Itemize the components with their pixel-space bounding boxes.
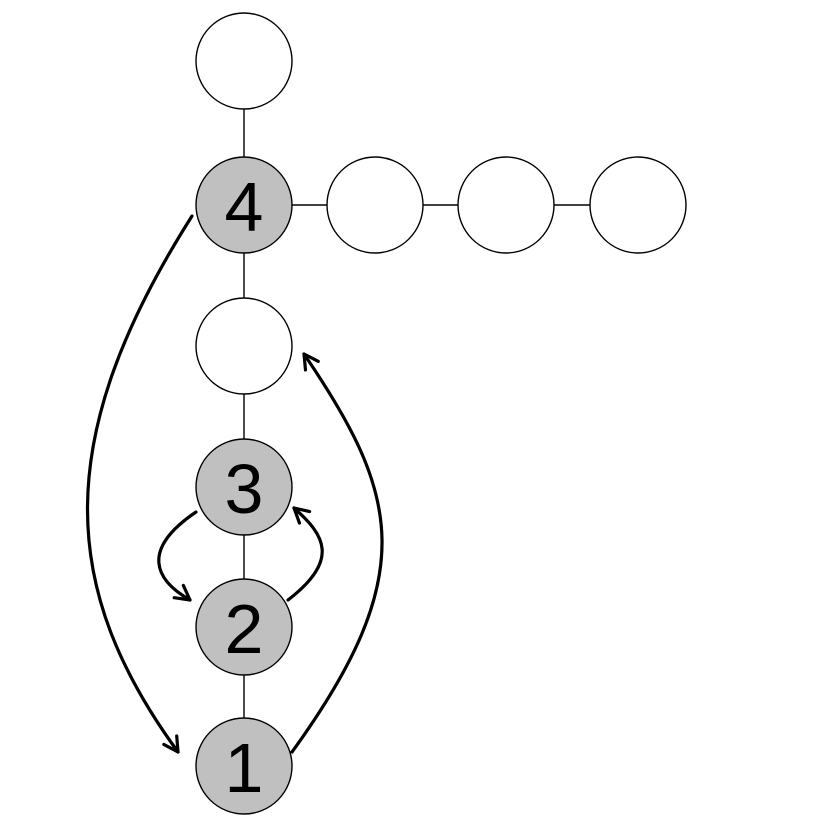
- node-circle: [195, 578, 293, 676]
- node-circle: [589, 156, 687, 254]
- arrowhead: [162, 734, 180, 754]
- node-mid: [195, 297, 293, 395]
- arrowhead: [172, 583, 192, 602]
- edges-layer: [243, 61, 638, 766]
- arrow-n2-to-n3: [286, 506, 324, 602]
- node-circle: [195, 297, 293, 395]
- node-n1: 1: [195, 717, 293, 815]
- arrows-layer: [85, 214, 384, 754]
- node-circle: [326, 156, 424, 254]
- node-circle: [195, 438, 293, 536]
- arrowhead: [302, 352, 320, 372]
- arrow-n1-to-mid: [290, 352, 384, 754]
- node-r1: [326, 156, 424, 254]
- node-n4: 4: [195, 156, 293, 254]
- node-label: 2: [225, 590, 264, 668]
- arrowhead: [292, 506, 312, 525]
- arrow-shaft: [157, 510, 198, 602]
- node-circle: [195, 717, 293, 815]
- node-circle: [195, 12, 293, 110]
- node-label: 4: [225, 168, 264, 246]
- arrow-shaft: [85, 214, 194, 754]
- node-n2: 2: [195, 578, 293, 676]
- arrow-n4-to-n1: [85, 214, 194, 754]
- node-top: [195, 12, 293, 110]
- arrow-n3-to-n2: [157, 510, 198, 602]
- arrow-shaft: [290, 352, 384, 754]
- node-r2: [457, 156, 555, 254]
- arrow-shaft: [286, 506, 324, 602]
- node-label: 1: [225, 729, 264, 807]
- node-r3: [589, 156, 687, 254]
- node-circle: [457, 156, 555, 254]
- nodes-layer: 4 3 2 1: [195, 12, 687, 815]
- node-circle: [195, 156, 293, 254]
- node-n3: 3: [195, 438, 293, 536]
- node-label: 3: [225, 450, 264, 528]
